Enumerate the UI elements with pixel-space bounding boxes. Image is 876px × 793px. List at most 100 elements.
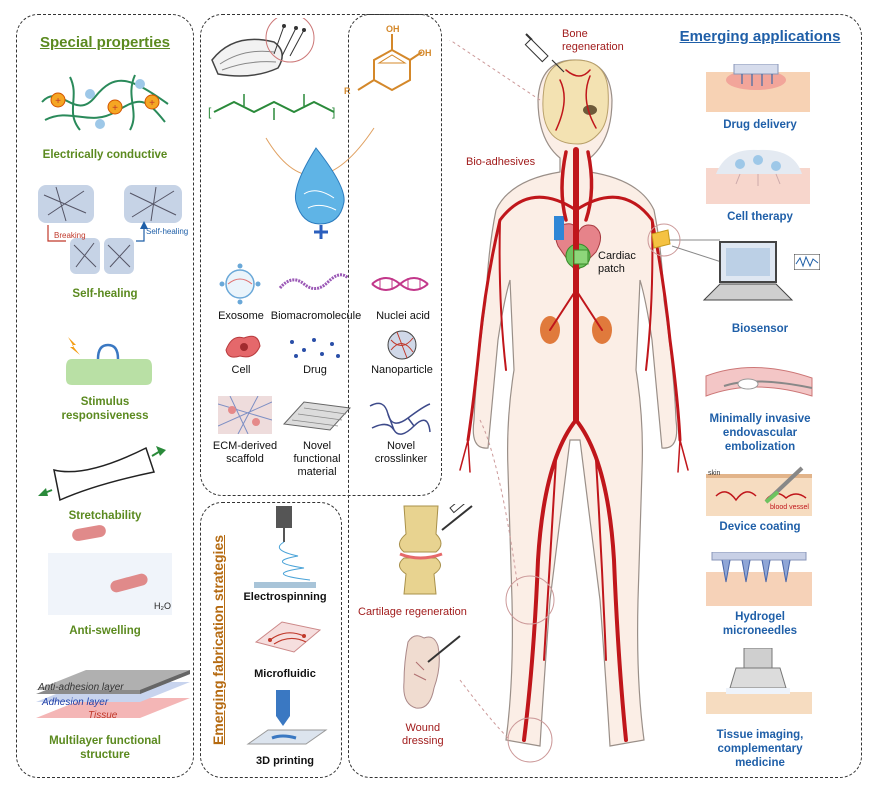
embolization-line-2: endovascular <box>722 427 798 439</box>
nanoparticle-icon <box>387 330 417 360</box>
imaging-line-1: Tissue imaging, <box>716 729 804 741</box>
imaging-line-2: complementary <box>717 743 803 755</box>
microneedles-line-2: microneedles <box>722 625 798 637</box>
component-ecm-scaffold: ECM-derived scaffold <box>206 440 284 466</box>
materials-panel <box>200 14 442 496</box>
application-cell-therapy: Cell therapy <box>727 211 793 223</box>
wound-line-2: dressing <box>402 735 444 747</box>
novel-crosslinker-icon <box>369 402 431 435</box>
embolization-illustration <box>705 366 813 397</box>
knee-joint-illustration <box>399 504 473 595</box>
stimulus-line-1: Stimulus <box>80 396 130 408</box>
exosome-icon <box>219 263 261 305</box>
oh-label-1: OH <box>386 24 400 34</box>
bone-line-1: Bone <box>562 28 588 40</box>
materials-structure-illustration: [ ] <box>208 18 423 239</box>
drug-delivery-illustration <box>706 64 810 112</box>
hydrogel-droplet-icon <box>294 147 345 225</box>
syringe-icon <box>524 33 565 73</box>
property-self-healing: Self-healing <box>72 288 138 300</box>
novel-functional-material-icon <box>282 401 352 431</box>
3d-printer-icon <box>246 690 328 745</box>
layer-adhesion: Adhesion layer <box>42 697 109 708</box>
stretchability-illustration <box>38 446 166 502</box>
component-biomacromolecule: Biomacromolecule <box>270 310 362 322</box>
nfm-line-3: material <box>297 466 337 478</box>
component-exosome: Exosome <box>218 310 264 322</box>
cardiac-line-2: patch <box>598 263 625 275</box>
application-tissue-imaging: Tissue imaging, complementary medicine <box>696 728 824 770</box>
nuclei-acid-icon <box>371 277 429 291</box>
label-bio-adhesives: Bio-adhesives <box>466 156 536 168</box>
multilayer-line-2: structure <box>80 749 130 761</box>
svg-text:+: + <box>112 103 118 114</box>
svg-text:[: [ <box>208 105 212 119</box>
layer-tissue: Tissue <box>88 710 118 721</box>
microneedles-line-1: Hydrogel <box>735 611 785 623</box>
tissue-imaging-illustration <box>706 648 812 714</box>
special-properties-panel <box>16 14 194 778</box>
drug-icon <box>290 338 340 358</box>
nc-line-1: Novel <box>386 440 416 452</box>
stimulus-responsiveness-illustration <box>66 337 152 385</box>
ecm-line-2: scaffold <box>226 453 264 465</box>
electrospinning-illustration <box>254 506 316 588</box>
conductive-network-illustration: + + + <box>41 74 169 131</box>
human-body-illustration <box>459 59 689 747</box>
fabrication-microfluidic: Microfluidic <box>254 668 316 680</box>
component-novel-functional-material: Novel functional material <box>280 440 354 479</box>
embolization-line-3: embolization <box>724 441 796 453</box>
component-novel-crosslinker: Novel crosslinker <box>362 440 440 466</box>
cardiac-line-1: Cardiac <box>598 250 636 262</box>
label-wound-dressing: Wound dressing <box>402 722 444 748</box>
application-microneedles: Hydrogel microneedles <box>700 610 820 638</box>
embolization-line-1: Minimally invasive <box>709 413 811 425</box>
property-multilayer: Multilayer functional structure <box>16 734 194 762</box>
fabrication-panel <box>200 502 342 778</box>
foot-illustration <box>403 635 461 709</box>
mussel-shell-icon <box>211 38 283 77</box>
property-anti-swelling: Anti-swelling <box>69 625 141 637</box>
breaking-label: Breaking <box>54 231 86 240</box>
label-bone-regeneration: Bone regeneration <box>562 28 624 54</box>
layer-anti-adhesion: Anti-adhesion layer <box>38 682 124 693</box>
anti-swelling-illustration <box>48 525 172 615</box>
property-stimulus-responsiveness: Stimulus responsiveness <box>16 395 194 423</box>
applications-panel <box>348 14 862 778</box>
label-cardiac-patch: Cardiac patch <box>598 250 636 276</box>
wound-line-1: Wound <box>405 722 441 734</box>
h2o-label: H₂O <box>154 601 171 611</box>
stimulus-line-2: responsiveness <box>61 410 149 422</box>
ecm-line-1: ECM-derived <box>212 440 278 452</box>
biosensor-signal-icon <box>794 254 820 270</box>
blood-vessel-label: blood vessel <box>770 504 809 511</box>
multilayer-illustration <box>36 670 190 718</box>
property-electrically-conductive: Electrically conductive <box>42 149 168 161</box>
bone-line-2: regeneration <box>562 41 624 53</box>
applications-title: Emerging applications <box>679 28 841 45</box>
sensor-patch-icon <box>651 229 671 249</box>
fabrication-title: Emerging fabrication strategies <box>210 534 226 746</box>
r-label: R <box>344 86 351 96</box>
application-drug-delivery: Drug delivery <box>723 119 797 131</box>
special-properties-title: Special properties <box>39 34 171 51</box>
component-cell: Cell <box>231 364 251 376</box>
cell-therapy-illustration <box>706 149 810 204</box>
oh-label-2: OH <box>418 48 432 58</box>
cell-icon <box>225 335 261 358</box>
nfm-line-2: functional <box>293 453 341 465</box>
fabrication-electrospinning: Electrospinning <box>243 591 327 603</box>
self-healing-illustration <box>38 185 182 274</box>
ecm-scaffold-icon <box>218 396 272 434</box>
leader-lines <box>449 40 741 763</box>
nfm-line-1: Novel <box>302 440 332 452</box>
svg-text:]: ] <box>332 105 335 119</box>
svg-text:+: + <box>149 98 155 109</box>
fabrication-3d-printing: 3D printing <box>255 755 315 767</box>
application-embolization: Minimally invasive endovascular emboliza… <box>694 412 826 454</box>
microneedles-illustration <box>706 552 812 606</box>
microfluidic-chip-icon <box>254 621 322 653</box>
device-coating-illustration <box>706 466 812 516</box>
nc-line-2: crosslinker <box>374 453 428 465</box>
skin-label: skin <box>708 470 721 477</box>
